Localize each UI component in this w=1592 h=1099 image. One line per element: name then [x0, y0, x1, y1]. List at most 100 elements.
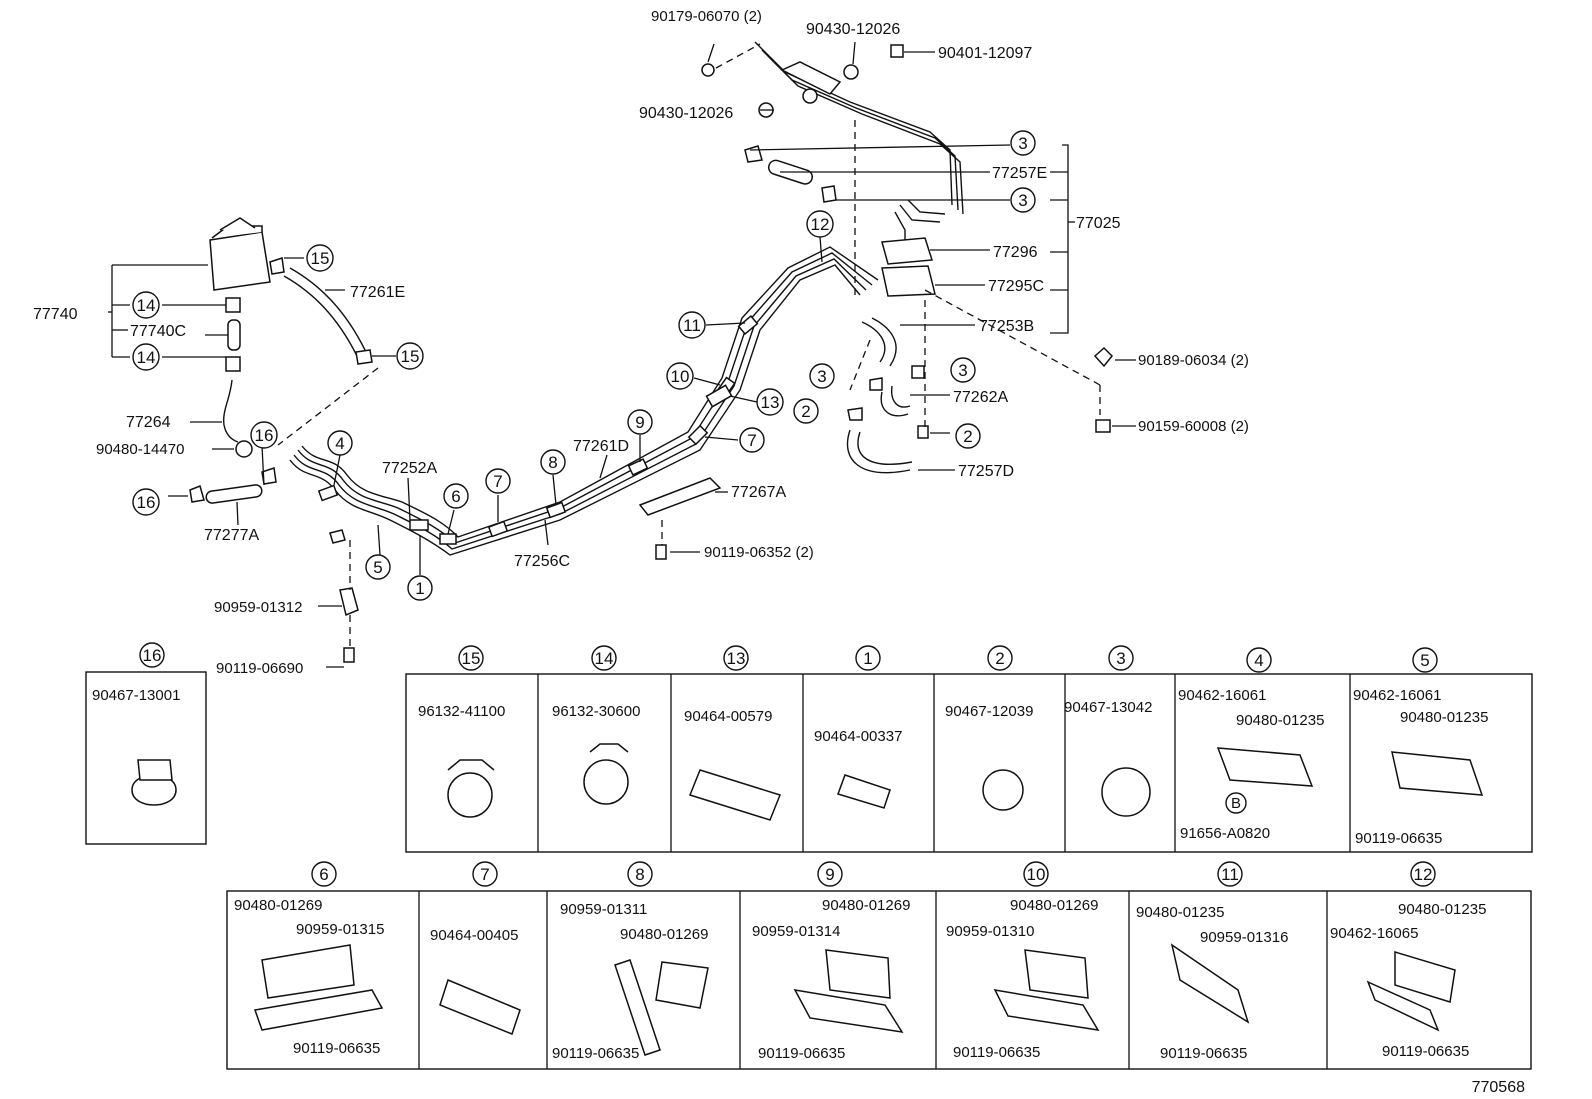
callout-13: 13: [756, 388, 784, 416]
detail-panel-16: 16 90467-13001: [92, 642, 180, 806]
callout-6: 6: [443, 483, 469, 509]
label-77257E: 77257E: [992, 165, 1047, 182]
upper-assembly: [701, 41, 1136, 474]
label-90430a: 90430-12026: [806, 21, 900, 38]
svg-text:90959-01315: 90959-01315: [296, 921, 384, 938]
label-77264: 77264: [126, 414, 171, 431]
label-90430b: 90430-12026: [639, 105, 733, 122]
label-77277A: 77277A: [204, 527, 259, 544]
svg-text:90464-00405: 90464-00405: [430, 927, 518, 944]
svg-text:5: 5: [373, 558, 382, 577]
svg-text:90959-01316: 90959-01316: [1200, 929, 1288, 946]
svg-text:90462-16061: 90462-16061: [1353, 687, 1441, 704]
svg-text:90480-01269: 90480-01269: [822, 897, 910, 914]
svg-text:90464-00337: 90464-00337: [814, 728, 902, 745]
svg-text:1: 1: [863, 649, 872, 668]
callout-15a: 15: [306, 244, 334, 272]
svg-text:3: 3: [817, 367, 826, 386]
svg-text:16: 16: [143, 646, 162, 665]
svg-text:6: 6: [451, 487, 460, 506]
label-77740: 77740: [33, 306, 78, 323]
detail-panel-12: 12 90480-01235 90462-16065 90119-06635: [1330, 861, 1486, 1060]
svg-text:15: 15: [311, 249, 330, 268]
svg-text:90462-16065: 90462-16065: [1330, 925, 1418, 942]
detail-panel-6: 6 90480-01269 90959-01315 90119-06635: [234, 861, 384, 1057]
detail-panel-15: 15 96132-41100: [418, 645, 505, 818]
label-90119-06352: 90119-06352 (2): [704, 544, 814, 561]
svg-text:90467-13001: 90467-13001: [92, 687, 180, 704]
svg-text:90467-13042: 90467-13042: [1064, 699, 1152, 716]
svg-text:90119-06635: 90119-06635: [293, 1040, 380, 1057]
label-77261D: 77261D: [573, 438, 629, 455]
svg-text:2: 2: [801, 402, 810, 421]
callout-2a: 2: [793, 398, 819, 424]
label-77261E: 77261E: [350, 284, 405, 301]
svg-text:12: 12: [1414, 865, 1433, 884]
callout-15b: 15: [396, 342, 424, 370]
label-90119-06690: 90119-06690: [216, 660, 303, 677]
callout-7a: 7: [485, 468, 511, 494]
callout-8: 8: [540, 449, 566, 475]
svg-text:3: 3: [1018, 134, 1027, 153]
callout-2b: 2: [955, 423, 981, 449]
svg-text:6: 6: [319, 865, 328, 884]
detail-panel-5: 5 90462-16061 90480-01235 90119-06635: [1353, 647, 1488, 847]
callouts: 1 2 2 3 3 3 3 4 5 6 7 7 8 9 10 11 12 13 …: [132, 130, 1036, 601]
callout-4: 4: [327, 430, 353, 456]
callout-7b: 7: [739, 427, 765, 453]
svg-text:90119-06635: 90119-06635: [758, 1045, 845, 1062]
callout-16b: 16: [132, 488, 160, 516]
callout-3c: 3: [809, 363, 835, 389]
label-77252A: 77252A: [382, 460, 437, 477]
label-77295C: 77295C: [988, 278, 1044, 295]
callout-3b: 3: [1010, 187, 1036, 213]
detail-panel-4: 4 90462-16061 90480-01235 91656-A0820 B: [1178, 647, 1324, 842]
svg-text:B: B: [1231, 795, 1241, 812]
svg-text:14: 14: [595, 649, 614, 668]
svg-text:90480-01235: 90480-01235: [1400, 709, 1488, 726]
svg-text:4: 4: [335, 434, 344, 453]
callout-11: 11: [678, 311, 706, 339]
svg-text:90959-01314: 90959-01314: [752, 923, 840, 940]
svg-text:90959-01311: 90959-01311: [560, 901, 647, 918]
label-77740C: 77740C: [130, 323, 186, 340]
svg-text:13: 13: [727, 649, 746, 668]
svg-text:90119-06635: 90119-06635: [1355, 830, 1442, 847]
svg-text:8: 8: [548, 453, 557, 472]
detail-panel-10: 10 90480-01269 90959-01310 90119-06635: [946, 861, 1100, 1061]
svg-text:3: 3: [958, 361, 967, 380]
svg-text:10: 10: [671, 367, 690, 386]
svg-text:16: 16: [255, 426, 274, 445]
label-90189: 90189-06034 (2): [1138, 352, 1249, 369]
svg-text:90480-01269: 90480-01269: [1010, 897, 1098, 914]
detail-panel-14: 14 96132-30600: [552, 645, 640, 805]
svg-text:9: 9: [635, 413, 644, 432]
detail-panel-3: 3 90467-13042: [1064, 645, 1152, 817]
svg-text:3: 3: [1018, 191, 1027, 210]
svg-text:11: 11: [683, 316, 701, 335]
svg-text:13: 13: [761, 393, 780, 412]
label-90401: 90401-12097: [938, 45, 1032, 62]
callout-16a: 16: [250, 421, 278, 449]
callout-12: 12: [806, 210, 834, 238]
svg-text:90959-01310: 90959-01310: [946, 923, 1034, 940]
svg-text:90480-01269: 90480-01269: [620, 926, 708, 943]
label-90179: 90179-06070 (2): [651, 8, 762, 25]
svg-text:90119-06635: 90119-06635: [552, 1045, 639, 1062]
detail-panel-8: 8 90959-01311 90480-01269 90119-06635: [552, 861, 709, 1062]
svg-text:90464-00579: 90464-00579: [684, 708, 772, 725]
svg-text:14: 14: [137, 296, 156, 315]
svg-text:14: 14: [137, 348, 156, 367]
label-77262A: 77262A: [953, 389, 1008, 406]
callout-10: 10: [666, 362, 694, 390]
callout-5: 5: [365, 554, 391, 580]
svg-text:10: 10: [1027, 865, 1046, 884]
svg-text:90119-06635: 90119-06635: [953, 1044, 1040, 1061]
svg-text:1: 1: [415, 579, 424, 598]
label-77253B: 77253B: [979, 318, 1034, 335]
detail-panel-13: 13 90464-00579: [684, 645, 781, 821]
svg-text:5: 5: [1420, 651, 1429, 670]
svg-text:91656-A0820: 91656-A0820: [1180, 825, 1270, 842]
label-77257D: 77257D: [958, 463, 1014, 480]
